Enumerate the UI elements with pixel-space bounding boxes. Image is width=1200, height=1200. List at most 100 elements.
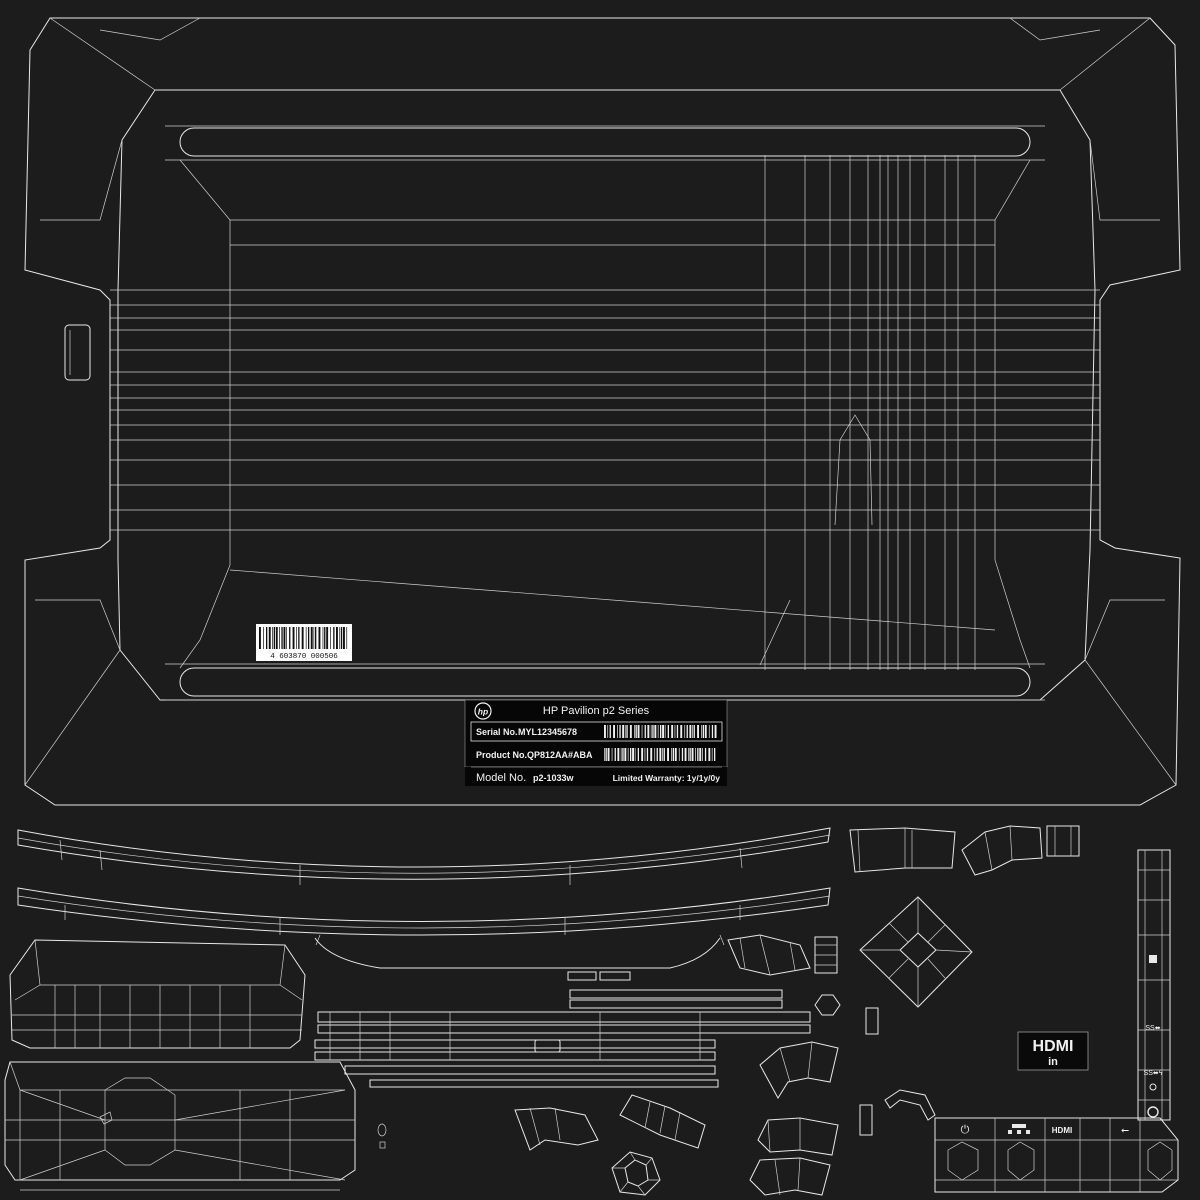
hdmi-badge-title: HDMI bbox=[1033, 1038, 1074, 1055]
model-row: Model No. p2-1033w Limited Warranty: 1y/… bbox=[465, 766, 727, 786]
barcode-bar bbox=[671, 725, 674, 738]
barcode-bar bbox=[663, 748, 665, 761]
barcode-bar bbox=[704, 748, 707, 761]
left-box-wireframes bbox=[4, 939, 387, 1191]
ethernet-port-icon bbox=[1008, 1124, 1030, 1134]
series-title: HP Pavilion p2 Series bbox=[543, 705, 650, 717]
barcode-bar bbox=[659, 748, 662, 761]
warranty-text: Limited Warranty: 1y/1y/0y bbox=[613, 773, 721, 783]
barcode-bar bbox=[711, 748, 713, 761]
barcode-bar bbox=[292, 627, 295, 649]
barcode-bar bbox=[330, 627, 331, 649]
barcode-bar bbox=[647, 725, 650, 738]
barcode-bar bbox=[617, 725, 618, 738]
hp-logo-icon bbox=[474, 702, 492, 720]
barcode-bar bbox=[289, 627, 291, 649]
barcode-bar bbox=[266, 627, 268, 649]
barcode-bar bbox=[637, 725, 640, 738]
barcode-bars bbox=[259, 627, 348, 649]
headphone-port-icon bbox=[1147, 1106, 1159, 1118]
barcode-bar bbox=[641, 748, 644, 761]
barcode-bar bbox=[605, 748, 607, 761]
barcode-bar bbox=[652, 725, 654, 738]
barcode-bar bbox=[336, 627, 338, 649]
barcode-bar bbox=[627, 748, 629, 761]
barcode-bar bbox=[635, 725, 637, 738]
barcode-bar bbox=[660, 725, 662, 738]
barcode-bar bbox=[634, 748, 636, 761]
barcode-bar bbox=[676, 725, 679, 738]
barcode-bar bbox=[343, 627, 345, 649]
barcode-bar bbox=[688, 748, 689, 761]
hdmi-badge-subtitle: in bbox=[1048, 1056, 1058, 1068]
barcode-bar bbox=[702, 725, 704, 738]
barcode-bar bbox=[273, 627, 275, 649]
barcode-bar bbox=[650, 725, 652, 738]
barcode-bar bbox=[662, 725, 664, 738]
barcode-bar bbox=[340, 627, 343, 649]
main-panel-wireframe bbox=[24, 17, 1181, 806]
barcode-bar bbox=[622, 748, 624, 761]
barcode-bar bbox=[711, 725, 714, 738]
barcode-bar bbox=[634, 725, 635, 738]
barcode-bar bbox=[678, 748, 680, 761]
barcode-bar bbox=[333, 627, 335, 649]
barcode-sticker: 4 603870 000506 bbox=[256, 624, 352, 661]
barcode-bar bbox=[614, 748, 616, 761]
barcode-bar bbox=[339, 627, 341, 649]
rear-port-panel: ⏻ HDMI ⭠ bbox=[934, 1117, 1179, 1193]
barcode-bar bbox=[318, 627, 321, 649]
serial-barcode bbox=[604, 725, 717, 738]
vertical-port-strip: SS⬌ SS⬌ϟ bbox=[1137, 849, 1171, 1121]
barcode-bar bbox=[689, 748, 691, 761]
middle-rail-wireframes bbox=[314, 971, 811, 1088]
barcode-bar bbox=[691, 748, 694, 761]
barcode-bar bbox=[310, 627, 313, 649]
barcode-bar bbox=[646, 748, 649, 761]
barcode-bar bbox=[346, 627, 348, 649]
barcode-bar bbox=[641, 725, 643, 738]
barcode-bar bbox=[315, 627, 317, 649]
hdmi-in-badge: HDMI in bbox=[1017, 1031, 1089, 1071]
barcode-bar bbox=[684, 725, 686, 738]
barcode-bar bbox=[283, 627, 286, 649]
product-no-value: QP812AA#ABA bbox=[527, 750, 593, 760]
usb-port-icon: ⭠ bbox=[1121, 1125, 1129, 1136]
barcode-bar bbox=[650, 748, 653, 761]
barcode-bar bbox=[607, 748, 610, 761]
barcode-bar bbox=[657, 725, 659, 738]
barcode-bar bbox=[704, 725, 707, 738]
barcode-bar bbox=[671, 748, 672, 761]
barcode-bar bbox=[611, 748, 613, 761]
barcode-bar bbox=[674, 725, 676, 738]
hdmi-port-label: HDMI bbox=[1052, 1126, 1072, 1135]
barcode-bar bbox=[322, 627, 324, 649]
product-label: hp HP Pavilion p2 Series Serial No. MYL1… bbox=[464, 699, 728, 768]
barcode-bar bbox=[689, 725, 692, 738]
barcode-bar bbox=[607, 725, 609, 738]
barcode-bar bbox=[272, 627, 273, 649]
barcode-bar bbox=[622, 725, 625, 738]
barcode-bar bbox=[644, 748, 646, 761]
barcode-bar bbox=[259, 627, 261, 649]
barcode-bar bbox=[681, 748, 684, 761]
barcode-bar bbox=[626, 725, 628, 738]
curved-strip-wireframes bbox=[17, 827, 831, 969]
barcode-bar bbox=[313, 627, 315, 649]
usb-ss-port-icon: SS⬌ bbox=[1145, 1025, 1160, 1032]
barcode-bar bbox=[620, 748, 622, 761]
barcode-bar bbox=[699, 748, 702, 761]
barcode-bar bbox=[662, 748, 663, 761]
barcode-bar bbox=[296, 627, 297, 649]
barcode-bar bbox=[604, 748, 605, 761]
barcode-bar bbox=[613, 725, 615, 738]
serial-value: MYL12345678 bbox=[518, 727, 577, 737]
barcode-bar bbox=[629, 725, 632, 738]
barcode-bar bbox=[664, 725, 666, 738]
mic-port-icon bbox=[1149, 1083, 1157, 1091]
hp-logo-text: hp bbox=[478, 707, 488, 717]
barcode-bar bbox=[686, 725, 688, 738]
barcode-bar bbox=[263, 627, 264, 649]
product-barcode bbox=[604, 748, 716, 761]
usb-ss-charge-port-icon: SS⬌ϟ bbox=[1144, 1070, 1163, 1077]
